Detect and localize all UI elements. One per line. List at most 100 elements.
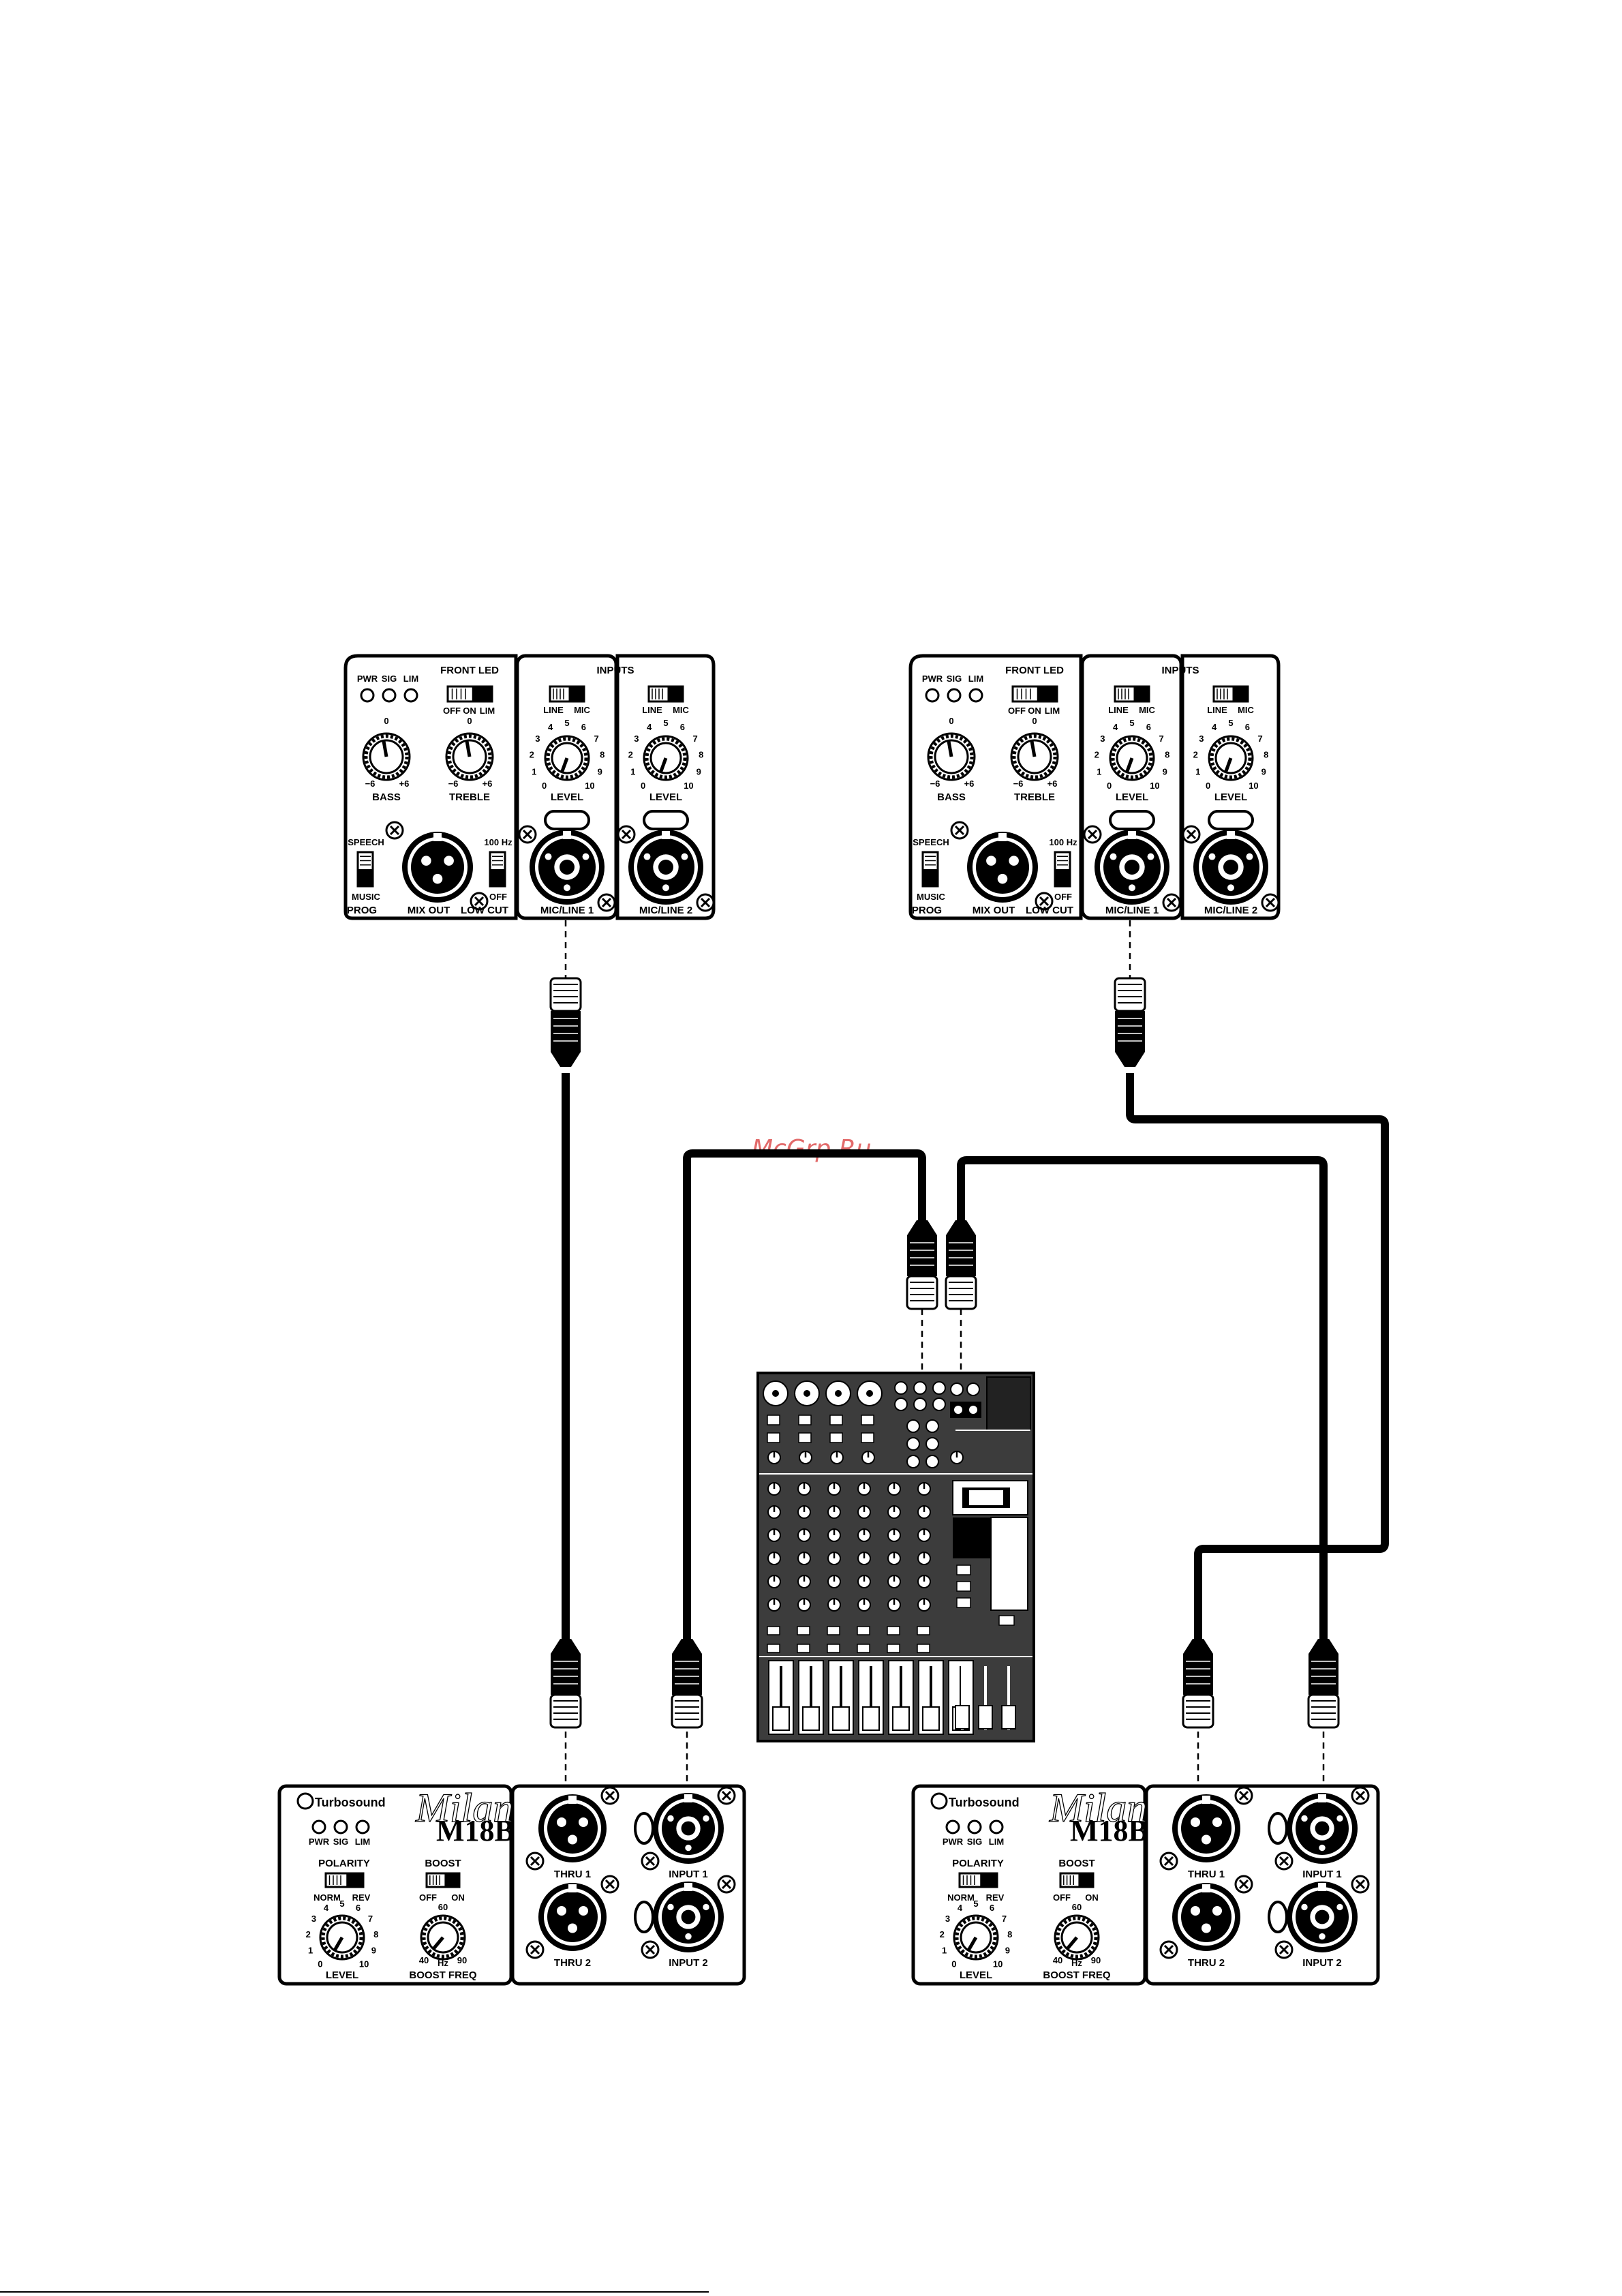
cable-mixer-to-sub2-input2: [957, 1156, 1328, 1639]
scale-number: 0: [542, 781, 547, 791]
indicator-label: SIG: [947, 674, 962, 684]
screw: [641, 1940, 660, 1959]
low-cut-label: LOW CUT: [1026, 905, 1073, 916]
mic-label: MIC: [1139, 705, 1155, 715]
low-cut-switch: [1054, 851, 1071, 888]
mixer-switch: [767, 1415, 780, 1425]
screw: [600, 1875, 619, 1894]
level-label-1: LEVEL: [1116, 791, 1148, 803]
scale-number: 8: [373, 1929, 378, 1939]
indicator-label: PWR: [357, 674, 378, 684]
mixer-switch: [767, 1626, 780, 1635]
music-label: MUSIC: [352, 892, 381, 902]
led-sig: [967, 1819, 982, 1834]
sub-level-knob: [319, 1914, 365, 1961]
cable-mixer-to-sub1-input2: [683, 1149, 926, 1639]
indicator-label: PWR: [922, 674, 943, 684]
front-led-label: FRONT LED: [440, 665, 499, 676]
line-mic-switch-1: [549, 685, 585, 703]
indicator-label: LIM: [989, 1837, 1004, 1847]
low-cut-switch: [489, 851, 506, 888]
screw: [1351, 1875, 1370, 1894]
mixer: [756, 1372, 1035, 1742]
mixer-switch: [857, 1644, 870, 1653]
mixer-aux-jack: [925, 1437, 939, 1451]
mixer-switch: [829, 1415, 843, 1425]
treble-zero: 0: [1032, 716, 1037, 726]
scale-number: 3: [634, 734, 639, 744]
mixer-switch: [767, 1432, 780, 1443]
mixer-switch: [857, 1626, 870, 1635]
led-sig: [947, 688, 962, 703]
screw: [1035, 892, 1054, 911]
watermark: McGrp.Ru: [752, 1135, 872, 1163]
polarity-switch: [324, 1872, 365, 1888]
mixer-line-jack: [932, 1381, 946, 1395]
treble-knob: [445, 732, 494, 781]
scale-number: 5: [1228, 718, 1233, 728]
mixer-switch: [956, 1565, 971, 1575]
sub-level-knob: [953, 1914, 999, 1961]
scale-number: 9: [697, 766, 701, 776]
mixer-switch: [827, 1644, 840, 1653]
scale-number: 2: [306, 1929, 311, 1939]
scale-number: 10: [1249, 781, 1258, 791]
mixer-switch: [861, 1415, 874, 1425]
input-2-combo-jack: [653, 1882, 724, 1952]
level-knob-1: [1109, 735, 1155, 781]
bass-min: −6: [365, 779, 376, 789]
series-name: Milan: [415, 1785, 513, 1830]
scale-number: 4: [1113, 722, 1118, 732]
scale-number: 1: [532, 766, 536, 776]
scale-number: 1: [630, 766, 635, 776]
bass-zero: 0: [949, 716, 953, 726]
led-sig: [333, 1819, 348, 1834]
prog-switch: [921, 851, 939, 888]
treble-min: −6: [448, 779, 459, 789]
scale-number: 9: [1163, 766, 1167, 776]
scale-number: 5: [564, 718, 569, 728]
scale-number: 3: [535, 734, 540, 744]
mixer-aux-jack: [906, 1437, 920, 1451]
scale-number: 8: [1007, 1929, 1012, 1939]
bass-knob: [362, 732, 411, 781]
screw: [950, 821, 969, 840]
speech-label: SPEECH: [913, 837, 949, 847]
thru-2-xlr: [538, 1883, 607, 1951]
scale-number: 3: [945, 1914, 950, 1924]
input-2-label: INPUT 2: [1302, 1957, 1342, 1969]
mixer-aux-jack: [906, 1419, 920, 1433]
front-led-switch: [446, 685, 493, 703]
mic-line-1-label: MIC/LINE 1: [1105, 905, 1159, 916]
scale-number: 3: [311, 1914, 316, 1924]
thru-2-label: THRU 2: [554, 1957, 591, 1969]
scale-number: 4: [958, 1903, 963, 1913]
brand-logo-icon: [296, 1792, 314, 1810]
scale-number: 4: [1212, 722, 1217, 732]
boost-off: OFF: [419, 1892, 437, 1903]
scale-number: 7: [1002, 1914, 1007, 1924]
input-2-label: INPUT 2: [669, 1957, 708, 1969]
scale-number: 6: [680, 722, 685, 732]
mixer-fader: [862, 1706, 880, 1731]
level-knob-2: [1208, 735, 1254, 781]
mix-out-label: MIX OUT: [973, 905, 1015, 916]
scale-number: 0: [318, 1959, 322, 1969]
screw: [617, 825, 636, 844]
sub-level-label: LEVEL: [326, 1969, 358, 1981]
combo-latch-1: [634, 1812, 654, 1845]
scale-number: 4: [647, 722, 652, 732]
freq-hz: Hz: [1071, 1958, 1082, 1968]
boost-freq-knob: [420, 1914, 466, 1961]
scale-number: 7: [1159, 734, 1163, 744]
scale-number: 0: [641, 781, 645, 791]
scale-number: 2: [940, 1929, 945, 1939]
front-led-option: ON: [463, 706, 476, 716]
prog-switch: [356, 851, 374, 888]
freq-60: 60: [1072, 1902, 1082, 1912]
scale-number: 4: [324, 1903, 329, 1913]
input-1-label: INPUT 1: [1302, 1869, 1342, 1880]
mixer-switch: [917, 1644, 930, 1653]
